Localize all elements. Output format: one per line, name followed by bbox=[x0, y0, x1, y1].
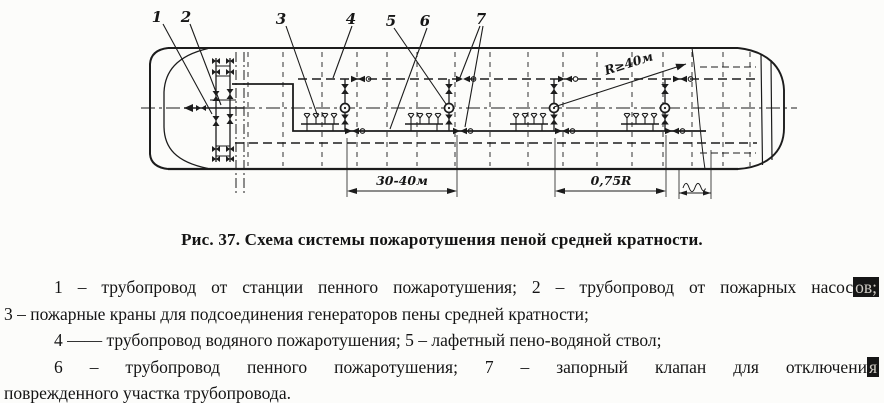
legend-line-3-text: 4 —— трубопровод водяного пожаротушения;… bbox=[54, 330, 662, 350]
figure-caption: Рис. 37. Схема системы пожаротушения пен… bbox=[181, 230, 703, 249]
legend-line-1-text: 1 – трубопровод от станции пенного пожар… bbox=[54, 277, 854, 297]
legend-line-4: 6 – трубопровод пенного пожаротушения; 7… bbox=[0, 354, 884, 381]
handwritten-squiggle bbox=[682, 182, 706, 193]
legend-line-3: 4 —— трубопровод водяного пожаротушения;… bbox=[0, 327, 884, 354]
foam-main-solid bbox=[232, 83, 706, 132]
callout-leaders bbox=[162, 23, 484, 130]
figure-legend: 1 – трубопровод от станции пенного пожар… bbox=[0, 274, 884, 403]
legend-line-2: 3 – пожарные краны для подсоединения ген… bbox=[0, 301, 884, 328]
callout-5: 5 bbox=[386, 12, 396, 30]
frame-grid bbox=[141, 52, 797, 196]
bow-valve-ticks bbox=[212, 58, 234, 162]
bow-inner-contour bbox=[163, 47, 209, 170]
dimensions bbox=[346, 135, 712, 199]
transom-lines bbox=[760, 54, 773, 166]
superstructure-arc bbox=[691, 47, 706, 170]
ship-piping-diagram: R≥40м 30-40м 0,75R bbox=[141, 8, 797, 199]
radius-arrowhead bbox=[675, 63, 686, 71]
dim-span-label: 30-40м bbox=[376, 173, 428, 188]
legend-line-5-text: поврежденного участка трубопровода. bbox=[4, 383, 291, 403]
callout-1: 1 bbox=[152, 8, 162, 26]
callout-2: 2 bbox=[180, 8, 191, 26]
callout-3: 3 bbox=[276, 10, 286, 28]
callout-6: 6 bbox=[420, 12, 431, 30]
stern-cap bbox=[737, 47, 785, 170]
diagram-svg: R≥40м 30-40м 0,75R bbox=[141, 8, 797, 199]
hull-outline bbox=[149, 46, 785, 171]
flow-arrow bbox=[184, 104, 193, 112]
legend-line-4-text: 6 – трубопровод пенного пожаротушения; 7… bbox=[54, 356, 867, 377]
radius-label: R≥40м bbox=[601, 48, 654, 78]
legend-line-2-text: 3 – пожарные краны для подсоединения ген… bbox=[4, 303, 589, 324]
monitor-stations bbox=[301, 79, 670, 131]
legend-line-1-artifact: ов; bbox=[853, 277, 879, 297]
legend-line-5: поврежденного участка трубопровода. bbox=[0, 380, 884, 403]
dim-stern-label: 0,75R bbox=[591, 173, 632, 188]
callout-7: 7 bbox=[476, 10, 487, 28]
legend-line-4-artifact: я bbox=[866, 356, 879, 377]
callout-4: 4 bbox=[346, 10, 356, 28]
shutoff-valves bbox=[344, 75, 694, 135]
extension-lines bbox=[346, 135, 712, 199]
callout-numbers: 1 2 3 4 5 6 7 bbox=[152, 8, 487, 30]
stern-deck-dashes bbox=[700, 66, 756, 154]
bow-frame-dashdot bbox=[235, 52, 245, 196]
legend-line-1: 1 – трубопровод от станции пенного пожар… bbox=[0, 274, 884, 301]
frame-verticals bbox=[247, 52, 751, 166]
bow-station bbox=[184, 58, 244, 162]
